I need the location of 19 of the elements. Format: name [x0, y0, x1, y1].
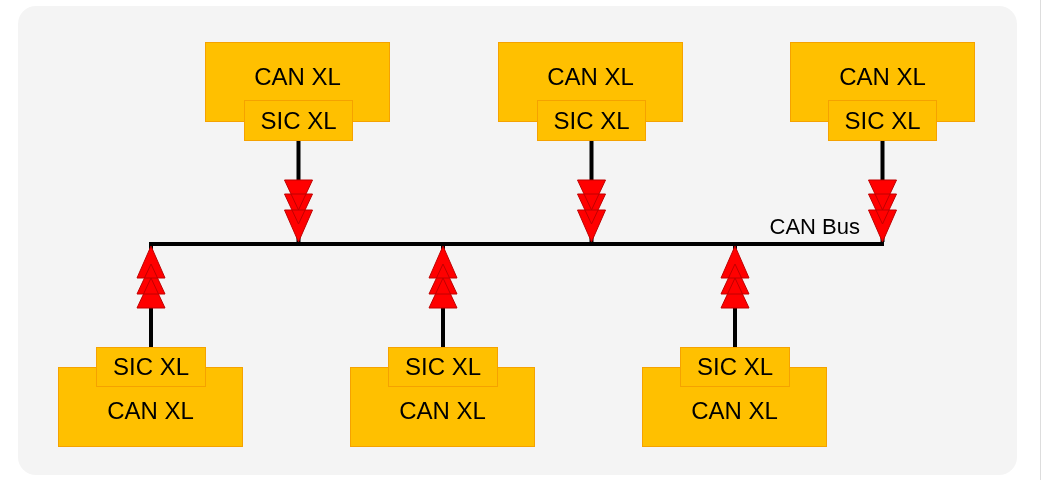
box-label: SIC XL — [553, 108, 630, 133]
box-label: SIC XL — [113, 355, 189, 379]
transceiver-box — [680, 347, 790, 387]
box-label: SIC XL — [697, 355, 773, 379]
box-label: SIC XL — [260, 108, 337, 133]
box-label: CAN XL — [254, 65, 341, 89]
transceiver-box — [537, 100, 646, 141]
box-label: SIC XL — [405, 355, 481, 379]
bus-label: CAN Bus — [769, 216, 860, 238]
box-label: SIC XL — [844, 108, 921, 133]
box-label: CAN XL — [399, 399, 486, 423]
transceiver-box — [244, 100, 353, 141]
transceiver-box — [96, 347, 206, 387]
box-label: CAN XL — [839, 65, 926, 89]
transceiver-box — [828, 100, 937, 141]
transceiver-box — [388, 347, 498, 387]
box-label: CAN XL — [691, 399, 778, 423]
box-label: CAN XL — [107, 399, 194, 423]
box-label: CAN XL — [547, 65, 634, 89]
